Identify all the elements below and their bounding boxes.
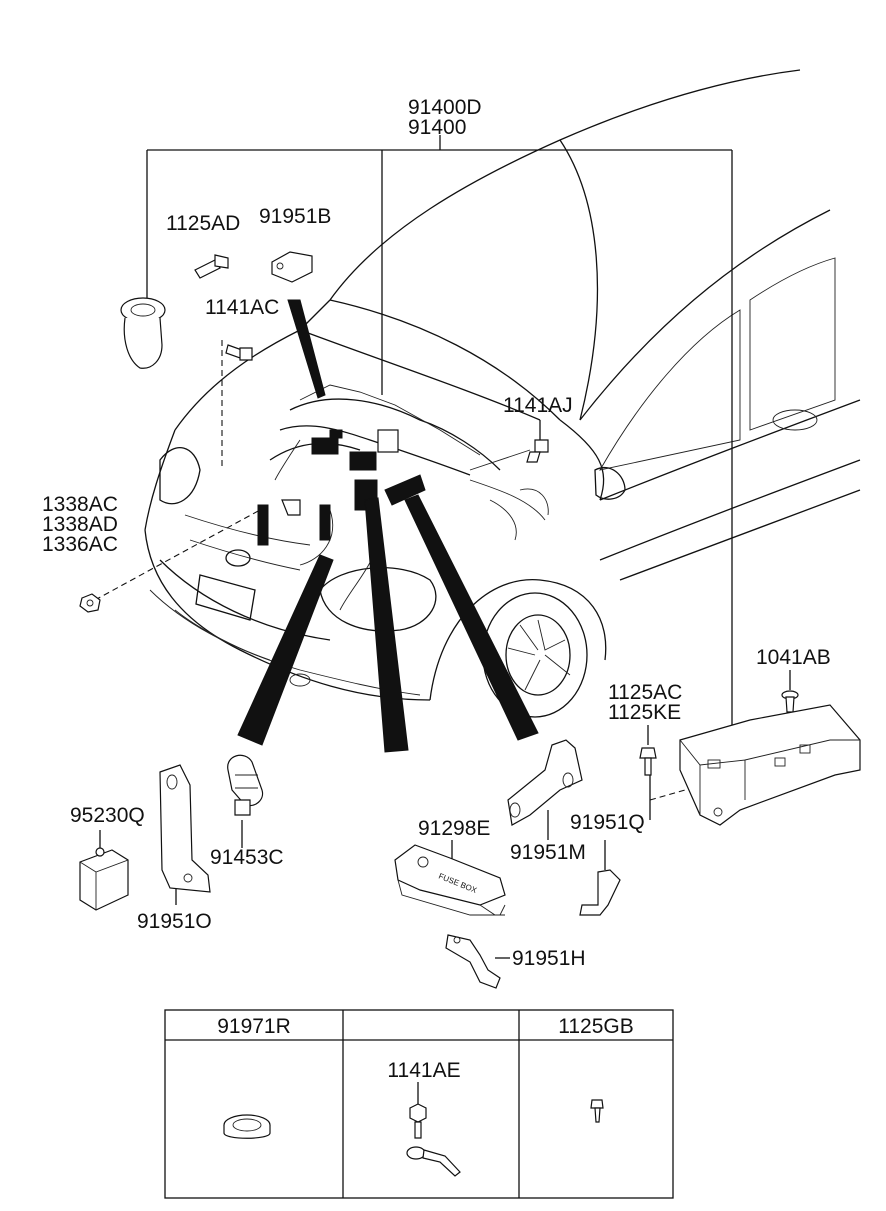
label-1125ac: 1125AC bbox=[608, 681, 682, 704]
label-1338ad: 1338AD bbox=[42, 513, 118, 536]
bolt-1141aj-part bbox=[526, 439, 549, 463]
bolt-1141ac-part bbox=[225, 344, 253, 361]
table-header-1125gb: 1125GB bbox=[558, 1015, 634, 1038]
callout-labels: 91400D 91400 1125AD 91951B 1141AC 1141AJ… bbox=[42, 96, 831, 970]
clip-91453c-part bbox=[227, 754, 264, 816]
grommet-91971r-part bbox=[223, 1114, 271, 1139]
label-1125ke: 1125KE bbox=[608, 701, 681, 724]
label-1041ab: 1041AB bbox=[756, 646, 831, 669]
relay-95230q-part bbox=[79, 847, 129, 911]
label-1141aj: 1141AJ bbox=[503, 394, 573, 417]
leader-lines bbox=[94, 135, 791, 959]
junction-block-part bbox=[679, 704, 861, 826]
label-91951o: 91951O bbox=[137, 910, 212, 933]
nut-1338-part bbox=[79, 593, 101, 613]
label-95230q: 95230Q bbox=[70, 804, 145, 827]
label-1336ac: 1336AC bbox=[42, 533, 118, 556]
label-1338ac: 1338AC bbox=[42, 493, 118, 516]
label-91951q: 91951Q bbox=[570, 811, 645, 834]
label-91400: 91400 bbox=[408, 116, 466, 139]
label-1125ad: 1125AD bbox=[166, 212, 240, 235]
bracket-91951m-part bbox=[507, 739, 583, 826]
bolt-1125ad-part bbox=[194, 254, 229, 279]
grommet-part bbox=[120, 297, 166, 369]
label-91298e: 91298E bbox=[418, 817, 490, 840]
bolt-1125ac-part bbox=[639, 747, 657, 776]
bracket-91951o-part bbox=[159, 764, 211, 893]
bracket-91951b-part bbox=[271, 251, 313, 283]
label-1141ac: 1141AC bbox=[205, 296, 279, 319]
label-91951m: 91951M bbox=[510, 841, 586, 864]
fuse-box-part: FUSE BOX bbox=[394, 844, 506, 916]
label-91951h: 91951H bbox=[512, 947, 586, 970]
pointer-wedges bbox=[237, 299, 539, 753]
wiring-harness bbox=[257, 384, 549, 611]
parts-table: 91971R 1125GB 1141AE bbox=[164, 1009, 674, 1199]
table-header-91971r: 91971R bbox=[217, 1015, 291, 1038]
label-91453c: 91453C bbox=[210, 846, 284, 869]
bolt-1041ab-part bbox=[781, 690, 799, 713]
bracket-91951q-part bbox=[579, 869, 621, 916]
bracket-91951h-part bbox=[445, 934, 501, 989]
bolt-1141ae-part bbox=[406, 1082, 461, 1177]
table-cell-label-1141ae: 1141AE bbox=[387, 1059, 460, 1082]
label-91951b: 91951B bbox=[259, 205, 331, 228]
bolt-1125gb-part bbox=[590, 1099, 604, 1123]
label-91400d: 91400D bbox=[408, 96, 482, 119]
